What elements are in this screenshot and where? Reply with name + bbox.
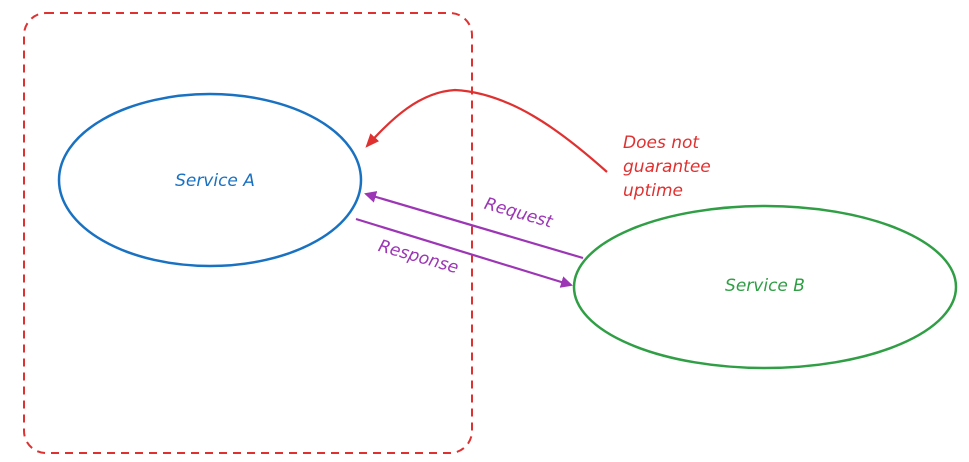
response-arrow	[355, 217, 573, 288]
annotation-text: Does not guarantee uptime	[623, 133, 716, 201]
service-a-node[interactable]: Service A	[57, 92, 363, 268]
service-a-label: Service A	[175, 171, 255, 191]
annotation-line-3: uptime	[623, 181, 683, 201]
service-b-label: Service B	[725, 276, 805, 296]
annotation-line-2: guarantee	[623, 157, 711, 177]
request-arrow	[364, 191, 584, 260]
service-b-shape	[572, 204, 958, 370]
service-b-node[interactable]: Service B	[572, 204, 958, 370]
service-a-boundary	[23, 12, 473, 454]
response-label: Response	[376, 236, 461, 278]
annotation-line-1: Does not	[623, 133, 700, 153]
request-label: Request	[482, 194, 556, 233]
uptime-annotation: Does not guarantee uptime	[365, 88, 716, 201]
annotation-arrow	[365, 88, 608, 173]
service-a-shape	[57, 92, 363, 268]
